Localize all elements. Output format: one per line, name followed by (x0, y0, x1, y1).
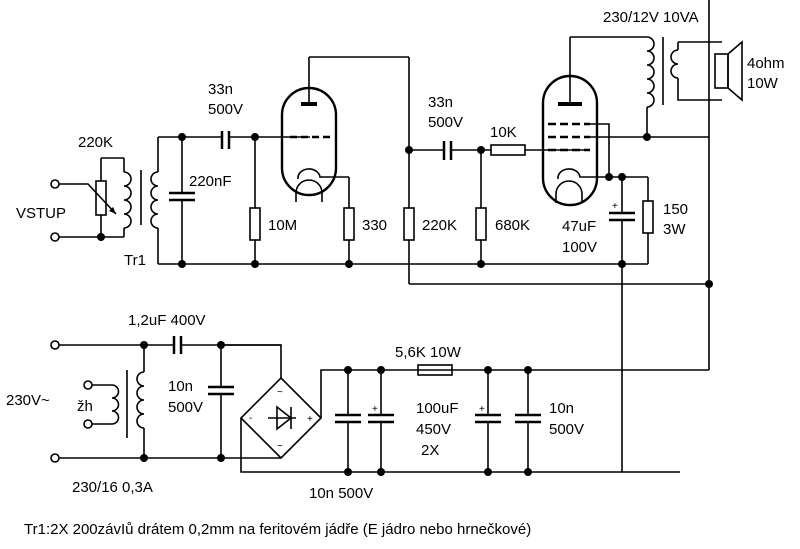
power-transformer-label: 230/16 0,3A (72, 479, 153, 496)
potentiometer-220k: 220K (59, 134, 124, 241)
c47uf-value: 47uF (562, 218, 596, 235)
triode-tube (280, 56, 409, 202)
input-terminal-top (50, 179, 60, 189)
bridge-ac-top: ~ (277, 387, 283, 398)
elko-voltage: 450V (416, 421, 451, 438)
pot-label: 220K (78, 134, 113, 151)
mains-terminal-bottom (50, 453, 60, 463)
c33n-1-value: 33n (208, 81, 233, 98)
resistor-680k (475, 207, 487, 241)
bridge-ac-bottom: ~ (277, 441, 283, 452)
capacitor-coupling-1: 33n 500V (208, 81, 310, 149)
r330-label: 330 (362, 217, 387, 234)
footnote: Tr1:2X 200závIů drátem 0,2mm na feritové… (24, 521, 531, 538)
mains-terminal-top (50, 340, 60, 350)
resistor-5k6 (417, 364, 453, 376)
resistor-330: 330 (330, 176, 387, 268)
power-supply: 230V~ 1,2uF 400V žh 230/16 0,3A (6, 312, 709, 502)
input-transformer: Tr1 (123, 137, 159, 269)
elko1-plus: + (372, 404, 378, 415)
input-label: VSTUP (16, 205, 66, 222)
c-out-value: 10n (549, 400, 574, 417)
elko-count: 2X (421, 442, 439, 459)
speaker-impedance: 4ohm (747, 55, 785, 72)
resistor-220k-plate: 220K (403, 57, 457, 284)
c33n-2-voltage: 500V (428, 114, 463, 131)
elko2-plus: + (479, 404, 485, 415)
heater-label: žh (77, 398, 93, 415)
r10k-label: 10K (490, 124, 517, 141)
c-series-label: 1,2uF 400V (128, 312, 206, 329)
input-section: VSTUP 220K Tr1 (16, 56, 648, 284)
speaker-power: 10W (747, 75, 779, 92)
r10m-label: 10M (268, 217, 297, 234)
input-terminal-bottom (50, 232, 60, 242)
r220k-label: 220K (422, 217, 457, 234)
resistor-10m: 10M (249, 137, 297, 268)
speaker-icon: 4ohm 10W (714, 40, 785, 102)
bridge-minus: - (249, 413, 252, 424)
pentode-tube (541, 74, 599, 207)
c-mains-voltage: 500V (168, 399, 203, 416)
c33n-1-voltage: 500V (208, 101, 243, 118)
mains-label: 230V~ (6, 392, 50, 409)
output-transformer-label: 230/12V 10VA (603, 9, 699, 26)
c-out-voltage: 500V (549, 421, 584, 438)
r150-value: 150 (663, 201, 688, 218)
bridge-rectifier: ~ ~ - + (221, 344, 680, 473)
c220nf-label: 220nF (189, 173, 232, 190)
power-transformer: žh 230/16 0,3A (72, 345, 153, 496)
c-mains-value: 10n (168, 378, 193, 395)
elko-value: 100uF (416, 400, 459, 417)
resistor-10k (490, 144, 526, 156)
resistor-150 (642, 200, 654, 234)
r150-power: 3W (663, 221, 686, 238)
output-transformer: 230/12V 10VA (570, 9, 722, 137)
capacitor-220nf: 220nF (158, 133, 232, 268)
pentode-section: 33n 500V 10K 680K + (409, 0, 785, 372)
r5k6-label: 5,6K 10W (395, 344, 462, 361)
c33n-2-value: 33n (428, 94, 453, 111)
tr1-label: Tr1 (124, 252, 146, 269)
c47uf-plus: + (612, 201, 618, 212)
c47uf-voltage: 100V (562, 239, 597, 256)
c-filter-bottom-label: 10n 500V (309, 485, 373, 502)
r680k-label: 680K (495, 217, 530, 234)
bridge-plus: + (307, 414, 313, 425)
